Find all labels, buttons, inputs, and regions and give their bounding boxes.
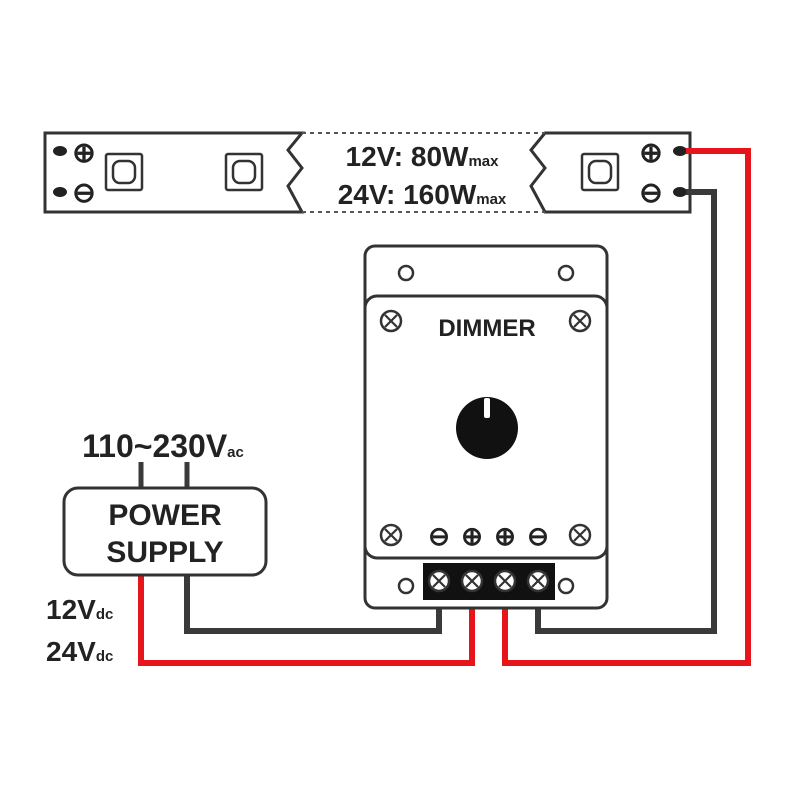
terminal-symbol-4: ⊖ [527, 521, 549, 551]
mounting-hole-icon [557, 577, 575, 595]
screw-icon [568, 309, 592, 333]
dimmer: DIMMER ⊖ ⊕ ⊕ ⊖ [363, 244, 609, 610]
power-supply-output-24v: 24Vdc [46, 636, 113, 667]
led-strip: ⊕ ⊖ ⊕ ⊖ 12V: 80Wmax 24V: 160Wmax [43, 131, 692, 214]
power-supply-label-line-1: POWER [108, 499, 222, 532]
wire-strip-positive [502, 148, 751, 666]
strip-right-minus-symbol: ⊖ [639, 177, 662, 208]
terminal-screw-icon[interactable] [460, 569, 484, 593]
knob-icon[interactable] [456, 397, 518, 459]
strip-pad-right-bottom [673, 187, 687, 197]
wire-supply-positive [138, 572, 475, 666]
strip-left-minus-symbol: ⊖ [72, 177, 95, 208]
dimmer-title: DIMMER [438, 315, 535, 342]
terminal-symbol-3: ⊕ [494, 521, 516, 551]
strip-left-plus-symbol: ⊕ [72, 137, 95, 168]
mounting-hole-icon [397, 264, 415, 282]
strip-pad-left-top [53, 146, 67, 156]
power-supply: 110~230Vac POWER SUPPLY 12Vdc 24Vdc [46, 428, 268, 667]
terminal-symbol-2: ⊕ [461, 521, 483, 551]
terminal-screw-icon[interactable] [427, 569, 451, 593]
strip-rating-line-2: 24V: 160Wmax [338, 179, 507, 210]
screw-icon [379, 309, 403, 333]
power-supply-label-line-2: SUPPLY [106, 536, 223, 569]
power-supply-box [62, 486, 268, 577]
strip-rating-line-1: 12V: 80Wmax [346, 141, 500, 172]
strip-pad-right-top [673, 146, 687, 156]
strip-pad-left-bottom [53, 187, 67, 197]
screw-icon [379, 523, 403, 547]
screw-icon [568, 523, 592, 547]
mounting-hole-icon [397, 577, 415, 595]
strip-right-plus-symbol: ⊕ [639, 137, 662, 168]
power-supply-input-label: 110~230Vac [82, 428, 244, 464]
terminal-screw-icon[interactable] [493, 569, 517, 593]
led-chip-icon [224, 152, 264, 192]
mounting-hole-icon [557, 264, 575, 282]
power-supply-output-12v: 12Vdc [46, 594, 113, 625]
terminal-screw-icon[interactable] [526, 569, 550, 593]
led-chip-icon [580, 152, 620, 192]
terminal-symbol-1: ⊖ [428, 521, 450, 551]
wire-strip-negative [535, 189, 717, 634]
led-chip-icon [104, 152, 144, 192]
